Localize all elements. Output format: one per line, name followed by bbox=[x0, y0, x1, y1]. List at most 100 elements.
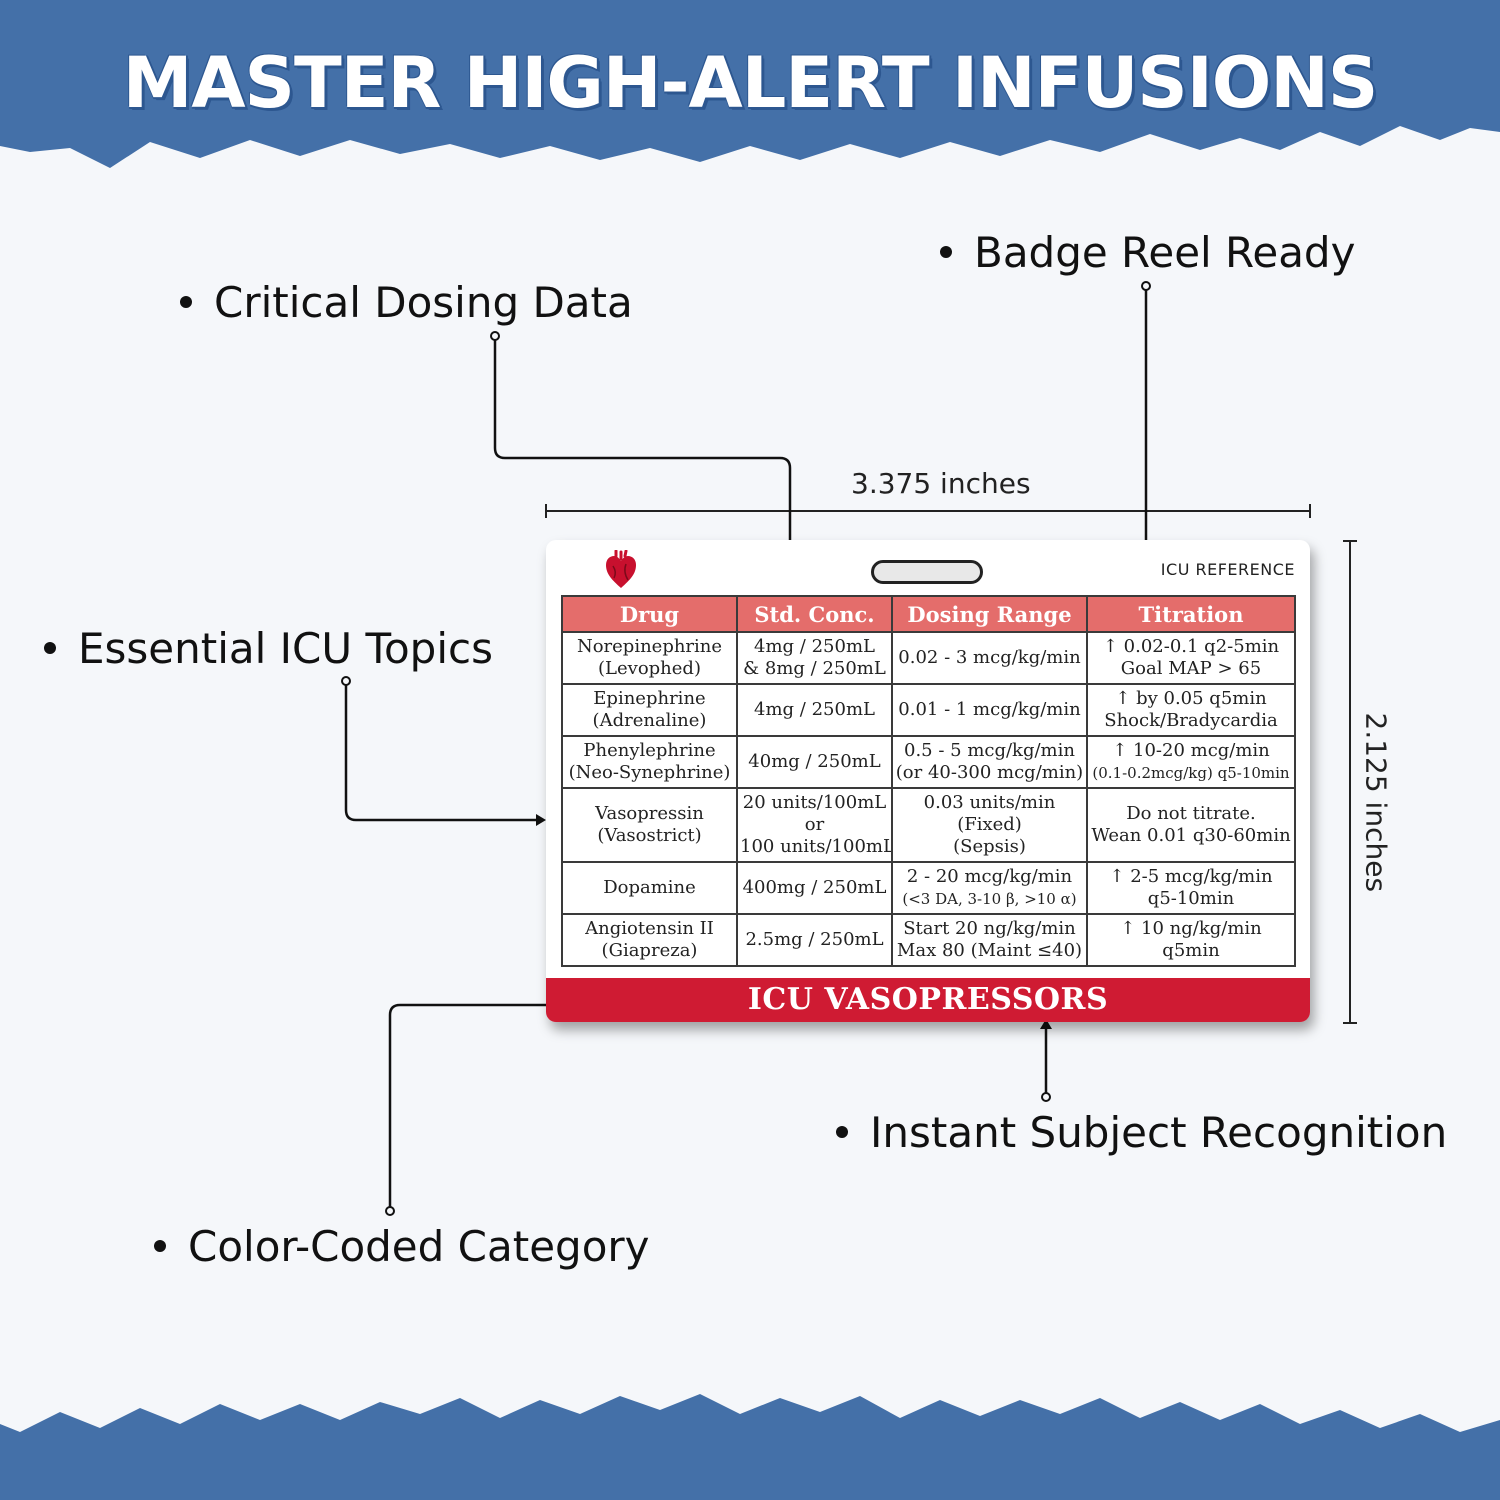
cell-line: or bbox=[804, 814, 825, 835]
connector-topics bbox=[344, 682, 538, 822]
height-dimension-label: 2.125 inches bbox=[1359, 712, 1393, 893]
cell-line: Phenylephrine bbox=[583, 740, 716, 761]
callout-dosing-text: Critical Dosing Data bbox=[214, 278, 633, 327]
cell-line: ↑ 10-20 mcg/min bbox=[1112, 740, 1270, 761]
connector-dot-topics bbox=[341, 676, 351, 686]
cell-dose: 0.5 - 5 mcg/kg/min(or 40-300 mcg/min) bbox=[891, 735, 1088, 789]
connector-dosing bbox=[493, 338, 792, 582]
category-footer-band: ICU VASOPRESSORS bbox=[546, 978, 1310, 1022]
cell-line: & 8mg / 250mL bbox=[743, 658, 886, 679]
cell-line: (Sepsis) bbox=[953, 836, 1026, 857]
cell-line: q5min bbox=[1162, 940, 1220, 961]
page-headline: MASTER HIGH-ALERT INFUSIONS bbox=[122, 42, 1379, 124]
cell-line: (Fixed) bbox=[957, 814, 1022, 835]
cell-line: ↑ 0.02-0.1 q2-5min bbox=[1102, 636, 1280, 657]
cell-dose: 0.03 units/min(Fixed)(Sepsis) bbox=[891, 787, 1088, 863]
column-header-drug: Drug bbox=[561, 595, 738, 633]
callout-badge-reel-text: Badge Reel Ready bbox=[974, 228, 1356, 277]
column-header-dose: Dosing Range bbox=[891, 595, 1088, 633]
cell-line: Max 80 (Maint ≤40) bbox=[896, 940, 1083, 961]
badge-reel-slot bbox=[871, 560, 983, 584]
cell-line: 0.02 - 3 mcg/kg/min bbox=[898, 647, 1081, 668]
cell-line: Angiotensin II bbox=[585, 918, 714, 939]
arrow-topics bbox=[536, 814, 546, 826]
cell-line: Shock/Bradycardia bbox=[1104, 710, 1278, 731]
bullet-dot bbox=[154, 1239, 166, 1252]
cell-line: 20 units/100mL bbox=[742, 792, 887, 813]
cell-line: 0.01 - 1 mcg/kg/min bbox=[898, 699, 1081, 720]
table-row: Phenylephrine(Neo-Synephrine) 40mg / 250… bbox=[561, 735, 1296, 789]
cell-dose: 2 - 20 mcg/kg/min (<3 DA, 3-10 β, >10 α) bbox=[891, 861, 1088, 915]
cell-line: (Giapreza) bbox=[601, 940, 698, 961]
cell-line: Start 20 ng/kg/min bbox=[903, 918, 1076, 939]
cell-drug: Phenylephrine(Neo-Synephrine) bbox=[561, 735, 738, 789]
column-header-conc: Std. Conc. bbox=[736, 595, 893, 633]
bottom-banner-shape bbox=[0, 1394, 1500, 1500]
cell-conc: 400mg / 250mL bbox=[736, 861, 893, 915]
cell-line: 2.5mg / 250mL bbox=[745, 929, 884, 950]
cell-line: Wean 0.01 q30-60min bbox=[1091, 825, 1291, 846]
cell-line: (0.1-0.2mcg/kg) q5-10min bbox=[1092, 764, 1290, 782]
cell-line: ↑ 10 ng/kg/min bbox=[1120, 918, 1262, 939]
cell-line: 100 units/100mL bbox=[740, 836, 892, 857]
cell-line: 40mg / 250mL bbox=[748, 751, 881, 772]
bullet-dot bbox=[180, 295, 192, 308]
height-dimension-line bbox=[1343, 540, 1357, 1024]
cell-drug: Norepinephrine(Levophed) bbox=[561, 631, 738, 685]
icu-reference-label: ICU REFERENCE bbox=[1160, 560, 1295, 579]
cell-line: (Neo-Synephrine) bbox=[568, 762, 731, 783]
cell-line: 4mg / 250mL bbox=[754, 636, 875, 657]
table-row: Norepinephrine(Levophed) 4mg / 250mL& 8m… bbox=[561, 631, 1296, 685]
cell-line: Dopamine bbox=[603, 877, 696, 898]
table-row: Angiotensin II(Giapreza) 2.5mg / 250mL S… bbox=[561, 913, 1296, 967]
table-header-row: Drug Std. Conc. Dosing Range Titration bbox=[561, 595, 1296, 633]
column-header-titration: Titration bbox=[1086, 595, 1296, 633]
cell-line: Do not titrate. bbox=[1126, 803, 1256, 824]
cell-line: 0.03 units/min bbox=[923, 792, 1056, 813]
cell-line: Goal MAP > 65 bbox=[1120, 658, 1262, 679]
callout-recognition: Instant Subject Recognition bbox=[836, 1112, 1447, 1154]
cell-drug: Epinephrine(Adrenaline) bbox=[561, 683, 738, 737]
bullet-dot bbox=[44, 641, 56, 654]
cell-line: 0.5 - 5 mcg/kg/min bbox=[904, 740, 1075, 761]
connector-badge-reel bbox=[1012, 288, 1148, 572]
cell-titration: Do not titrate.Wean 0.01 q30-60min bbox=[1086, 787, 1296, 863]
cell-line: Vasopressin bbox=[595, 803, 704, 824]
cell-titration: ↑ 10-20 mcg/min (0.1-0.2mcg/kg) q5-10min bbox=[1086, 735, 1296, 789]
cell-line: ↑ 2-5 mcg/kg/min bbox=[1109, 866, 1273, 887]
connector-dot-recognition bbox=[1041, 1092, 1051, 1102]
cell-line: (or 40-300 mcg/min) bbox=[895, 762, 1084, 783]
badge-card: ICU REFERENCE Drug Std. Conc. Dosing Ran… bbox=[546, 540, 1310, 1022]
cell-line: (<3 DA, 3-10 β, >10 α) bbox=[902, 890, 1077, 908]
table-row: Dopamine 400mg / 250mL 2 - 20 mcg/kg/min… bbox=[561, 861, 1296, 915]
connector-dot-dosing bbox=[490, 331, 500, 341]
vasopressor-table: Drug Std. Conc. Dosing Range Titration N… bbox=[561, 595, 1296, 967]
callout-category: Color-Coded Category bbox=[154, 1226, 650, 1268]
connector-dot-category bbox=[385, 1206, 395, 1216]
cell-conc: 2.5mg / 250mL bbox=[736, 913, 893, 967]
callout-topics-text: Essential ICU Topics bbox=[78, 624, 493, 673]
cell-line: Norepinephrine bbox=[576, 636, 723, 657]
callout-category-text: Color-Coded Category bbox=[188, 1222, 650, 1271]
connector-dot-badge-reel bbox=[1141, 281, 1151, 291]
arrow-recognition bbox=[1040, 1019, 1052, 1029]
callout-dosing: Critical Dosing Data bbox=[180, 282, 633, 324]
table-row: Epinephrine(Adrenaline) 4mg / 250mL 0.01… bbox=[561, 683, 1296, 737]
callout-recognition-text: Instant Subject Recognition bbox=[870, 1108, 1448, 1157]
heart-icon bbox=[606, 550, 636, 588]
cell-dose: 0.01 - 1 mcg/kg/min bbox=[891, 683, 1088, 737]
width-dimension-label: 3.375 inches bbox=[851, 467, 1031, 500]
width-dimension-line bbox=[545, 504, 1311, 518]
cell-line: Epinephrine bbox=[593, 688, 706, 709]
cell-line: 2 - 20 mcg/kg/min bbox=[906, 866, 1073, 887]
cell-conc: 4mg / 250mL& 8mg / 250mL bbox=[736, 631, 893, 685]
cell-drug: Vasopressin(Vasostrict) bbox=[561, 787, 738, 863]
cell-line: 4mg / 250mL bbox=[754, 699, 875, 720]
cell-conc: 40mg / 250mL bbox=[736, 735, 893, 789]
cell-line: q5-10min bbox=[1147, 888, 1235, 909]
